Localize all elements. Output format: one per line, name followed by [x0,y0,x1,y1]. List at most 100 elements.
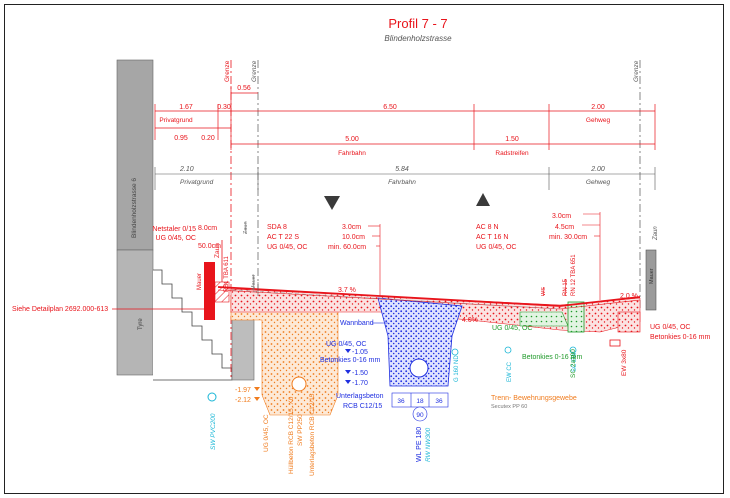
existing-building [116,59,154,251]
ug-right-label: UG 0/45, OC [476,244,516,251]
level-marker-212 [254,397,260,401]
kerb-sc [567,301,585,333]
dim-500: 5.00 [345,136,359,143]
cm30-label: min. 30.0cm [549,234,587,241]
ac8-label: AC 8 N [476,224,499,231]
sw-pvc-label: SW PVC200 [210,413,217,450]
grenze-left-label: Grenze [224,60,231,82]
tyre-label: Tyre [138,318,144,330]
label-radstreifen: Radstreifen [495,150,529,157]
dimension-lines-new [154,86,656,150]
secutex-label: Secutex PP 60 [491,404,527,410]
ug-wb-label: UG 0/45, OC [326,341,366,348]
act22-label: AC T 22 S [267,234,299,241]
zaun-strike-label: Zaun [243,221,249,234]
tba611-label: RSt. TBA 611 [224,256,230,292]
road-surface [217,286,641,307]
wl-pe-pipe [409,358,429,378]
mauer-right [645,249,657,311]
mauer-left [204,262,215,320]
slope-left: 3.7 % [338,287,356,294]
right-footing [617,311,641,333]
label-fahrbahn-existing: Fahrbahn [388,179,416,186]
level-marker-197 [254,387,260,391]
ug-green-label: UG 0/45, OC [492,325,532,332]
rw-nw-label: RW NW300 [425,427,432,462]
ew-cable [609,339,621,347]
level-marker-150 [345,370,351,374]
cm50-label: 50.0cm [198,243,221,250]
dim-056: 0.56 [237,85,251,92]
sw-pvc-pipe [207,392,217,402]
zaun-left-label: Zaun [214,243,221,258]
width-90: 90 [416,412,424,419]
sw-pp-label: SW PP250 [297,414,304,446]
road-layer-line [217,289,641,310]
cm3-right-label: 3.0cm [552,213,571,220]
label-privatgrund-new: Privatgrund [159,117,193,124]
cm60-label: min. 60.0cm [328,244,366,251]
ew3x80-label: EW 3x80 [621,349,628,376]
betonkies-a-label: Betonkies 0-16 mm [320,357,380,364]
g160-pipe [451,348,459,356]
cm10-label: 10.0cm [342,234,365,241]
slope-right: 2.0 % [620,293,638,300]
rcb-label: RCB C12/15 [343,403,382,410]
level-170: -1.70 [352,380,368,387]
building-label: Blindenholzstrasse 6 [131,178,138,238]
detailplan-arrow [205,306,211,312]
level-197: -1.97 [235,387,251,394]
trenn-label: Trenn- Bewehrungsgewebe [491,395,577,402]
cm45-label: 4.5cm [555,224,574,231]
dim-030: 0.30 [217,104,231,111]
mauer-strike-label: Mauer [251,274,257,290]
page-subtitle: Blindenholzstrasse [384,34,452,43]
dim-200-new: 2.00 [591,104,605,111]
pipe-trench-blue [377,297,463,387]
level-212: -2.12 [235,397,251,404]
dim-200-existing: 2.00 [590,166,605,173]
ug-left-label: UG 0/45, OC [156,235,196,242]
rn12-label: RN 12 TBA 651 [571,254,577,296]
ug-far-label: UG 0/45, OC [650,324,690,331]
axis-marker-down [324,196,340,210]
slope-mid: 4.0% [462,317,478,324]
detailplan-label: Siehe Detailplan 2692.000-613 [12,306,108,313]
cm8-label: 8.0cm [198,225,217,232]
dim-020: 0.20 [201,135,215,142]
label-gehweg-existing: Gehweg [586,179,611,186]
grenze-right-label: Grenze [633,60,640,82]
label-fahrbahn-new: Fahrbahn [338,150,366,157]
width-36a: 36 [397,398,405,405]
wl-pe-label: WL PE 180 [416,427,423,462]
act16-label: AC T 16 N [476,234,508,241]
dimension-lines-existing [154,167,656,190]
betonkies-c-label: Betonkies 0-16 mm [650,334,710,341]
ew-cc-pipe [504,346,512,354]
foundation-block [116,249,154,376]
ewcc-label: EW CC [507,361,513,382]
sc-ew-pipe [569,346,577,354]
zaun-right-label: Zaun [653,226,659,241]
width-90-circle [412,406,428,422]
unterlagsbeton-label: Unterlagsbeton [336,393,384,400]
drawing-frame [4,4,724,494]
sw-pp-pipe [291,376,307,392]
existing-surface [231,289,561,310]
dim-210: 2.10 [179,166,194,173]
grenze-existing-label: Grenze [251,60,258,82]
unterlagsbeton-rcb-label: Unterlagsbeton RCB C12/15 [309,393,316,476]
basement-stairs [153,269,233,381]
sda-label: SDA 8 [267,224,287,231]
label-privatgrund-existing: Privatgrund [180,179,214,186]
dim-584: 5.84 [395,166,409,173]
ws-label: WS [541,287,547,296]
netstaler-label: Netstaler 0/15 [152,226,196,233]
label-gehweg-new: Gehweg [586,117,611,124]
sc2a-label: SC 2a100 [570,349,577,378]
page-title: Profil 7 - 7 [388,16,447,31]
mauer-left-label: Mauer [197,273,203,290]
axis-marker-up [476,193,490,206]
dim-150: 1.50 [505,136,519,143]
mauer-right-label: Mauer [649,268,655,284]
